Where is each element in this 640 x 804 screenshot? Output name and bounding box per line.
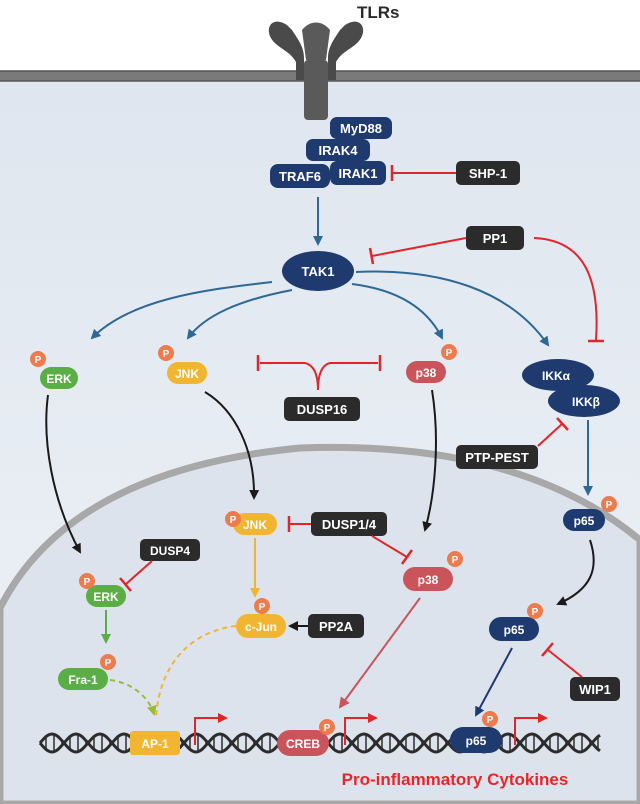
traf6-node[interactable]: TRAF6 [270,164,330,188]
pp1-inhibits-ikk [533,237,604,343]
svg-text:IRAK1: IRAK1 [338,166,377,181]
phospho-mark: P [532,607,539,618]
tak1-to-ikk-arrow [355,270,550,347]
p65-to-dna-arrow [475,647,513,717]
tlrs-label: TLRs [357,3,400,22]
phospho-mark: P [446,348,453,359]
dusp14-inhibition [287,516,414,565]
svg-text:ERK: ERK [46,372,72,386]
dusp4-node[interactable]: DUSP4 [140,539,200,561]
ikka-node[interactable]: IKKα [522,359,594,391]
svg-text:TRAF6: TRAF6 [279,169,321,184]
phospho-mark: P [324,723,331,734]
svg-text:SHP-1: SHP-1 [469,166,507,181]
svg-text:TAK1: TAK1 [302,264,335,279]
tlr-receptor-icon [268,21,364,120]
svg-text:CREB: CREB [286,737,320,751]
ptppest-node[interactable]: PTP-PEST [456,445,538,469]
svg-text:p65: p65 [466,734,487,748]
svg-text:p65: p65 [574,514,595,528]
jnk-translocation-arrow [204,391,260,500]
p38-nuclear-node[interactable]: p38 P [403,551,463,591]
ptppest-inhibition [537,417,569,447]
tak1-to-jnk-arrow [186,289,293,340]
ikkb-node[interactable]: IKKβ [548,385,620,417]
phospho-mark: P [230,515,237,526]
svg-text:DUSP16: DUSP16 [297,402,348,417]
wip1-node[interactable]: WIP1 [570,677,620,701]
fra1-node[interactable]: Fra-1 P [58,654,116,690]
cjun-to-ap1-dashed [155,625,237,719]
p38-cyto-node[interactable]: p38 P [406,344,457,383]
pp1-node[interactable]: PP1 [466,226,524,250]
tak1-to-p38-arrow [351,283,443,340]
tak1-to-erk-arrow [90,281,273,340]
svg-text:DUSP1/4: DUSP1/4 [322,517,377,532]
phospho-mark: P [35,355,42,366]
erk-translocation-arrow [45,394,81,554]
creb-node[interactable]: CREB P [277,719,335,756]
creb-promoter-arrow [344,713,378,745]
svg-text:DUSP4: DUSP4 [150,544,190,558]
tak1-node[interactable]: TAK1 [282,251,354,291]
svg-text:IKKβ: IKKβ [572,395,600,409]
ap1-node[interactable]: AP-1 [130,731,180,755]
p38-to-creb-arrow [338,597,421,709]
erk-nuclear-node[interactable]: ERK P [79,573,126,607]
svg-text:AP-1: AP-1 [141,737,169,751]
phospho-mark: P [105,658,112,669]
svg-text:p65: p65 [504,623,525,637]
shp1-inhibition [390,165,456,181]
svg-text:Fra-1: Fra-1 [68,673,98,687]
svg-text:p38: p38 [418,573,439,587]
p65-promoter-arrow [514,713,548,745]
dusp16-inhibition [256,355,382,391]
pp2a-node[interactable]: PP2A [308,614,364,638]
jnk-nuclear-node[interactable]: JNK P [225,511,277,535]
p38-translocation-arrow [422,389,437,532]
svg-text:JNK: JNK [175,367,199,381]
ap1-promoter-arrow [194,713,228,745]
dusp4-inhibition [119,560,153,592]
erk-cyto-node[interactable]: ERK P [30,351,78,389]
wip1-inhibition [541,642,583,678]
phospho-mark: P [259,602,266,613]
svg-text:IKKα: IKKα [542,369,571,383]
svg-text:PP2A: PP2A [319,619,354,634]
p65-dna-node[interactable]: p65 P [450,711,502,753]
phospho-mark: P [606,500,613,511]
phospho-mark: P [163,349,170,360]
cytokines-label: Pro-inflammatory Cytokines [342,770,569,789]
svg-text:PP1: PP1 [483,231,508,246]
p65-cyto-node[interactable]: p65 P [563,496,617,531]
phospho-mark: P [487,715,494,726]
svg-text:WIP1: WIP1 [579,682,611,697]
svg-text:JNK: JNK [243,518,267,532]
svg-text:p38: p38 [416,366,437,380]
svg-text:PTP-PEST: PTP-PEST [465,450,529,465]
p65-translocation-arrow [556,539,595,606]
p65-nuclear-node[interactable]: p65 P [489,603,543,641]
svg-text:ERK: ERK [93,590,119,604]
svg-text:c-Jun: c-Jun [245,620,277,634]
jnk-cyto-node[interactable]: JNK P [158,345,207,384]
svg-text:IRAK4: IRAK4 [318,143,358,158]
dusp14-node[interactable]: DUSP1/4 [311,512,387,536]
pp1-inhibits-tak1 [368,237,467,265]
fra1-to-ap1-dashed [109,679,157,716]
phospho-mark: P [84,577,91,588]
shp1-node[interactable]: SHP-1 [456,161,520,185]
dusp16-node[interactable]: DUSP16 [284,397,360,421]
irak1-node[interactable]: IRAK1 [330,161,386,185]
myd88-node[interactable]: MyD88 [330,117,392,139]
cjun-node[interactable]: c-Jun P [236,598,286,638]
phospho-mark: P [452,555,459,566]
irak4-node[interactable]: IRAK4 [306,139,370,161]
svg-text:MyD88: MyD88 [340,121,382,136]
